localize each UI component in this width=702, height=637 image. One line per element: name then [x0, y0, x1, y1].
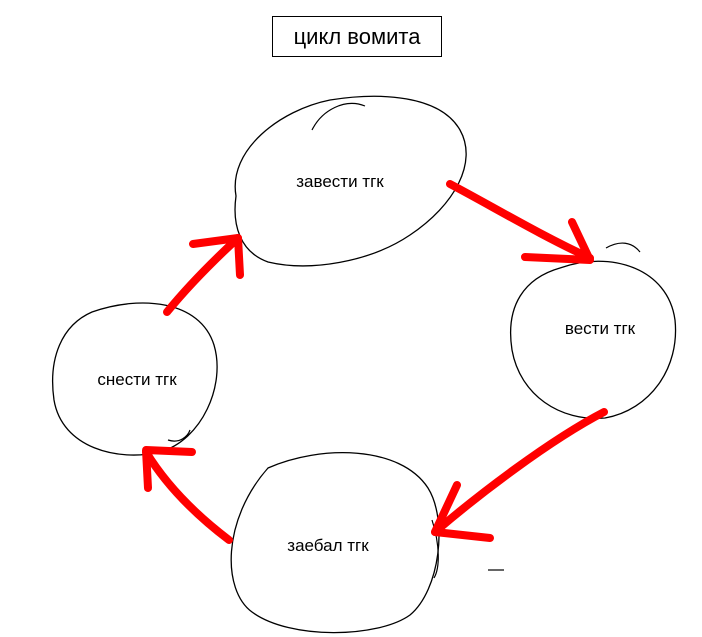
arrow-fed-up-to-delete [142, 448, 233, 544]
node-outline-run [510, 260, 677, 420]
arrow-delete-to-start [163, 234, 242, 316]
node-outline-delete-flourish [167, 429, 191, 442]
node-label-run: вести тгк [565, 319, 636, 338]
node-outline-run-flourish [605, 242, 641, 253]
diagram-title: цикл вомита [272, 16, 442, 57]
arrow-head-fed-up-to-delete [142, 446, 196, 492]
arrow-head-run-to-fed-up [431, 481, 494, 542]
node-outline-start [234, 95, 467, 267]
node-label-start: завести тгк [296, 172, 384, 191]
arrow-run-to-fed-up [431, 408, 608, 536]
node-label-delete: снести тгк [97, 370, 177, 389]
arrow-head-delete-to-start [189, 234, 244, 279]
arrow-start-to-run [446, 180, 594, 262]
node-outline-start-flourish [311, 102, 366, 131]
node-label-fed-up: заебал тгк [287, 536, 369, 555]
arrow-head-start-to-run [521, 218, 594, 264]
node-outline-fed-up [230, 452, 440, 634]
